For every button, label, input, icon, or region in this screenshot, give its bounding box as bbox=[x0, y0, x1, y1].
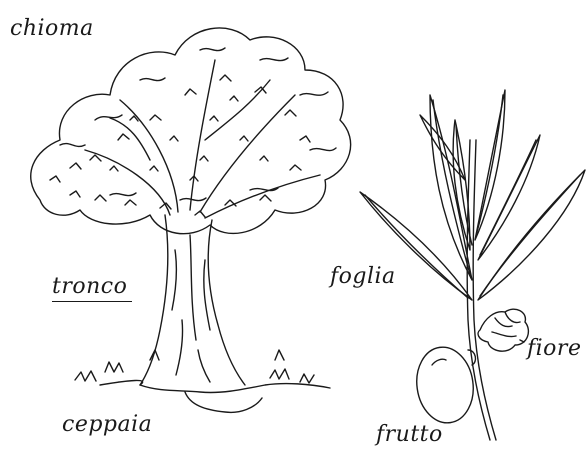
olive-flower bbox=[478, 309, 528, 351]
olive-fruit bbox=[412, 343, 478, 426]
label-tronco: tronco bbox=[52, 276, 127, 298]
leaf bbox=[420, 115, 465, 180]
label-fiore: fiore bbox=[527, 338, 581, 360]
label-ceppaia: ceppaia bbox=[62, 414, 152, 436]
tree-stump bbox=[75, 350, 330, 412]
label-chioma: chioma bbox=[10, 18, 94, 40]
label-frutto: frutto bbox=[376, 424, 443, 446]
leaf bbox=[478, 170, 585, 300]
label-foglia: foglia bbox=[330, 266, 396, 288]
tree-trunk bbox=[140, 215, 245, 385]
tronco-underline bbox=[52, 301, 132, 302]
